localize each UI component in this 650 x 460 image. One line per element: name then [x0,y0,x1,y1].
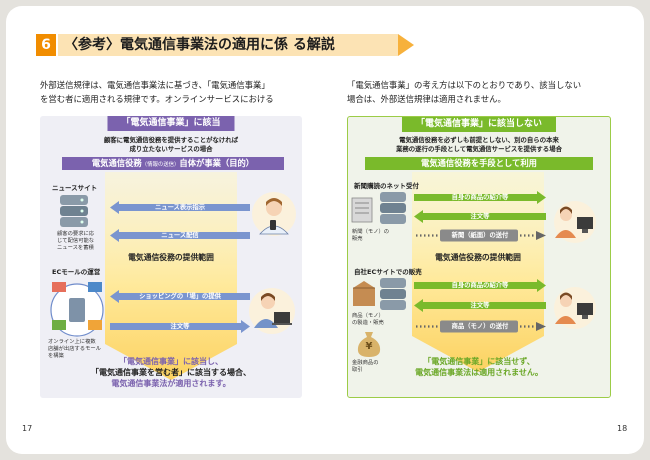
server-icon [60,195,88,227]
note-line: 金融商品の [352,360,379,366]
section-number: 6 [36,34,56,56]
left-conclusion: 「電気通信事業」に該当し、 「電気通信事業を営む者」に該当する場合、 電気通信事… [40,356,302,389]
arrow-order-2: 注文等 [414,299,546,312]
left-condition-line: 成り立たないサービスの場合 [129,144,213,153]
arrow-own-products-1: 自身の商品の紹介等 [414,191,546,204]
note-line: を構築 [48,353,64,359]
conclusion-line: 「電気通信事業」に該当せず、 [423,357,535,366]
arrow-own-products-2: 自身の商品の紹介等 [414,279,546,292]
left-band-main: 電気通信役務 [91,158,142,168]
arrow-label: ニュース表示指示 [154,204,206,211]
left-pointing-arrow [414,210,546,223]
finance-note: 金融商品の 取引 [352,360,379,374]
left-pointing-arrow [110,229,250,242]
arrow-label: ニュース配信 [161,232,199,239]
note-line: じて配信可能な [57,238,95,244]
right-pointing-arrow [414,279,546,292]
conclusion-line: 「電気通信事業」に該当し、 [119,357,223,366]
right-pointing-arrow [414,191,546,204]
conclusion-line: 「電気通信事業を営む者」に該当する場合、 [91,368,251,377]
money-bag-icon: ¥ [356,330,382,358]
ec-mall-label: ECモールの運営 [52,268,101,276]
arrow-order-1: 注文等 [414,210,546,223]
money-bag-shape [357,332,381,357]
note-line: 新聞（モノ）の [352,229,390,235]
right-conclusion: 「電気通信事業」に該当せず、 電気通信事業法は適用されません。 [347,356,611,378]
note-line: 店舗が出店するモール [48,346,101,352]
header-bar [58,34,398,56]
note-line: 顧客の要求に応 [57,231,95,237]
intro-right-line: 「電気通信事業」の考え方は以下のとおりであり、該当しない [347,80,582,90]
arrow-shopping-place: ショッピングの「場」の提供 [110,290,250,303]
yen-symbol: ¥ [365,341,373,352]
intro-right: 「電気通信事業」の考え方は以下のとおりであり、該当しない 場合は、外部送信規律は… [347,78,581,106]
right-condition: 電気通信役務を必ずしも前提としない、別の自らの本来 業務の遂行の手段として電気通… [347,136,611,153]
left-panel-tab: 「電気通信事業」に該当 [107,116,235,131]
right-pointing-arrow [110,320,250,333]
person-computer-icon [554,201,596,243]
note-line: 取引 [352,367,363,373]
arrow-label: 注文等 [470,302,490,309]
note-line: の製造・販売 [352,320,384,326]
ec-site-label: 自社ECサイトでの販売 [354,268,422,276]
left-band: 電気通信役務（情報の送信）自体が事業（目的） [62,157,284,170]
person-computer-icon [554,287,596,329]
section-title: 〈参考〉電気通信事業法の適用に係 る解説 [64,37,335,53]
left-pointing-arrow [110,290,250,303]
intro-left-line: を営む者に適用される規律です。オンラインサービスにおける [40,94,274,104]
arrow-news-delivery: ニュース配信 [110,229,250,242]
arrow-label: 自身の商品の紹介等 [451,194,509,201]
ec-mall-note: オンライン上に複数 店舗が出店するモール を構築 [48,339,101,360]
right-condition-line: 電気通信役務を必ずしも前提としない、別の自らの本来 [399,136,559,144]
left-pointing-arrow [414,299,546,312]
dotted-arrow [416,320,546,333]
news-sale-label: 新聞購読のネット受付 [354,182,419,190]
right-scope-label: 電気通信役務の提供範囲 [435,253,521,262]
arrow-label: 商品（モノ）の送付 [451,323,509,330]
arrow-news-display: ニュース表示指示 [110,201,250,214]
conclusion-line: 電気通信事業法は適用されません。 [415,368,543,377]
arrow-label: 自身の商品の紹介等 [451,282,509,289]
left-condition-line: 顧客に電気通信役務を提供することがなければ [103,136,239,144]
right-band: 電気通信役務を手段として利用 [365,157,593,170]
news-sale-note: 新聞（モノ）の 販売 [352,229,389,243]
intro-left: 外部送信規律は、電気通信事業法に基づき、「電気通信事業」 を営む者に適用される規… [40,78,274,106]
intro-right-line: 場合は、外部送信規律は適用されません。 [347,94,506,104]
conclusion-line: 電気通信事業法が適用されます。 [111,379,231,388]
left-band-tail: 自体が事業（目的） [179,158,255,168]
ec-site-note: 商品（モノ） の製造・販売 [352,313,384,327]
intro-left-line: 外部送信規律は、電気通信事業法に基づき、「電気通信事業」 [40,80,270,90]
page-number-left: 17 [22,424,33,433]
left-scope-label: 電気通信役務の提供範囲 [128,253,214,262]
header-arrow [398,34,414,56]
arrow-newspaper-delivery: 新聞（紙面）の送付 [414,229,546,242]
right-condition-line: 業務の遂行の手段として電気通信サービスを提供する場合 [396,144,562,153]
arrow-goods-delivery: 商品（モノ）の送付 [414,320,546,333]
note-line: 商品（モノ） [352,313,384,319]
note-line: オンライン上に複数 [48,339,96,345]
arrow-label: 注文等 [470,213,490,220]
left-condition: 顧客に電気通信役務を提供することがなければ 成り立たないサービスの場合 [40,136,302,153]
newspaper-server-icon [351,192,406,224]
package-server-icon [353,278,406,310]
arrow-order: 注文等 [110,320,250,333]
person-laptop-icon [249,288,295,334]
note-line: 販売 [352,236,363,242]
page-number-right: 18 [617,424,628,433]
news-site-label: ニュースサイト [52,184,98,192]
news-site-note: 顧客の要求に応 じて配信可能な ニュースを蓄積 [57,231,94,252]
arrow-label: 新聞（紙面）の送付 [451,232,509,239]
dotted-arrow [416,229,546,242]
ec-mall-icon [50,282,104,337]
left-band-small: （情報の送信） [141,162,180,168]
person-phone-icon [252,192,296,236]
arrow-label: 注文等 [170,323,190,330]
note-line: ニュースを蓄積 [57,245,94,251]
arrow-label: ショッピングの「場」の提供 [139,293,221,300]
right-panel-tab: 「電気通信事業」に該当しない [401,117,557,132]
left-pointing-arrow [110,201,250,214]
